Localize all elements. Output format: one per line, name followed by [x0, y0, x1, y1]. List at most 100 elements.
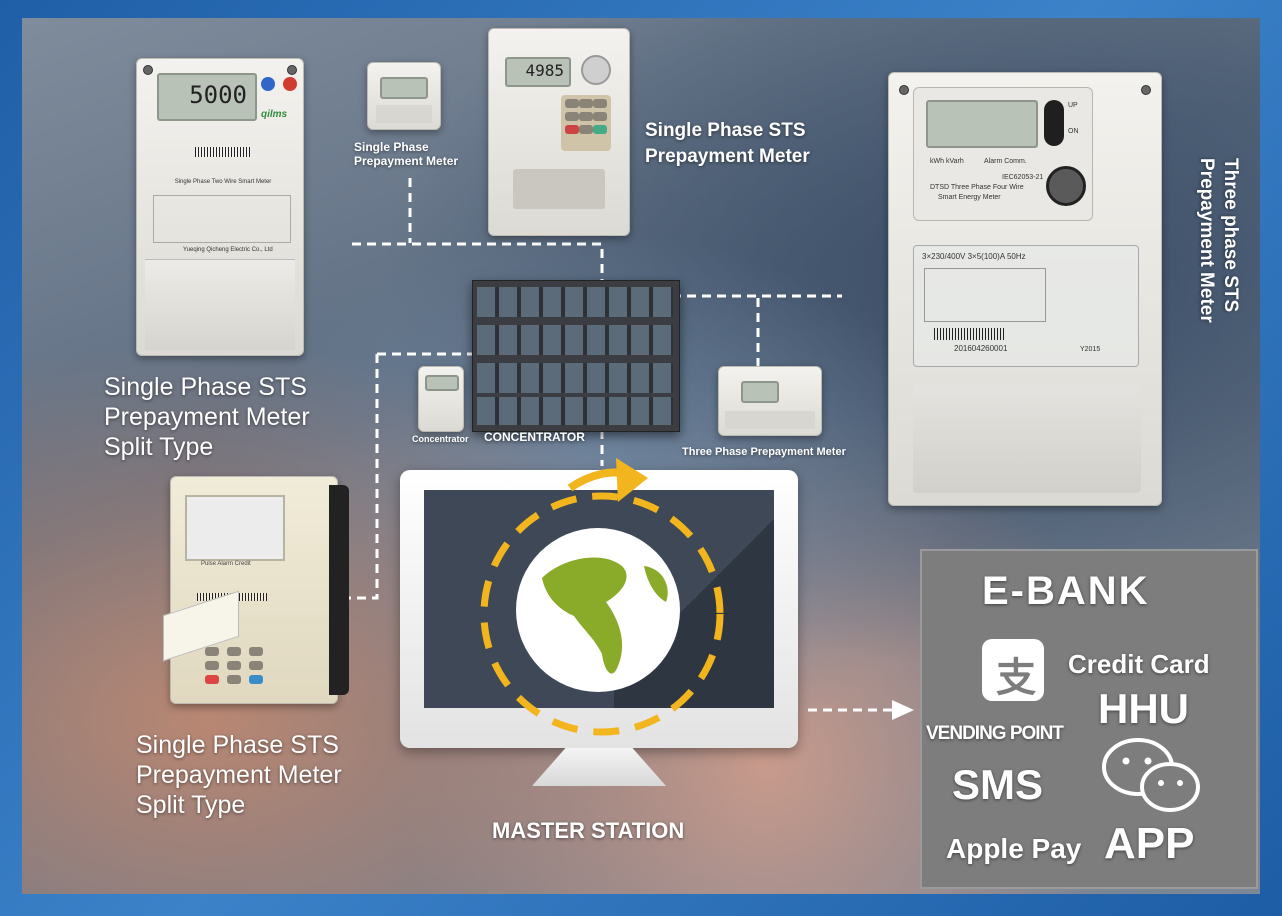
meter-small-din [367, 62, 441, 130]
label-concentrator-small: Concentrator [412, 434, 469, 444]
rack-unit [477, 287, 673, 317]
barcode-icon [934, 328, 1004, 340]
meter-split-type: Pulse Alarm Credit [163, 476, 349, 704]
label-top-left-meter: Single Phase STS Prepayment Meter Split … [104, 373, 310, 461]
meter-top-left: 5000 qilms Single Phase Two Wire Smart M… [136, 58, 304, 356]
terminal-block [513, 169, 605, 209]
key-icon [227, 647, 241, 656]
key-icon [579, 99, 593, 108]
arrow-head-payment [892, 700, 914, 720]
meter-serial: 201604260001 [954, 344, 1008, 353]
lcd-display [380, 77, 428, 99]
line-left-vertical [342, 354, 379, 600]
arrow-head-icon [616, 458, 648, 502]
key-red-icon [565, 125, 579, 134]
screw-icon [899, 85, 909, 95]
payment-panel: E-BANK 支 Credit Card HHU VENDING POINT S… [920, 549, 1258, 889]
terminal-cover [913, 383, 1141, 493]
rotation-ring-icon [480, 492, 724, 736]
payment-vending-point: VENDING POINT [926, 723, 1064, 744]
meter-three-phase-din [718, 366, 822, 436]
key-icon [249, 661, 263, 670]
lcd-label-alarm: Alarm Comm. [984, 158, 1027, 165]
meter-company: Yueqing Qicheng Electric Co., Ltd [183, 247, 273, 253]
keypad [561, 95, 611, 151]
key-icon [565, 99, 579, 108]
optical-port-icon [1046, 166, 1086, 206]
payment-sms: SMS [952, 761, 1044, 808]
key-green-icon [593, 125, 607, 134]
key-blue-icon [249, 675, 263, 684]
wiring-diagram [153, 195, 291, 243]
key-icon [579, 125, 593, 134]
lcd-display [741, 381, 779, 403]
keypad [205, 647, 285, 693]
label-split-meter: Single Phase STS Prepayment Meter Split … [136, 731, 342, 819]
button-red-icon [283, 77, 297, 91]
terminals [725, 411, 815, 429]
key-icon [565, 112, 579, 121]
payment-hhu: HHU [1098, 685, 1189, 732]
meter-faceplate: UP ON kWh kVarh Alarm Comm. DTSD Three P… [913, 87, 1093, 221]
concentrator-rack [472, 280, 680, 432]
key-icon [579, 112, 593, 121]
screw-icon [287, 65, 297, 75]
wechat-icon [1102, 738, 1200, 812]
label-three-phase-meter: Three phase STS Prepayment Meter [1196, 158, 1241, 323]
meter-top-center: 4985 [488, 28, 630, 236]
screw-icon [143, 65, 153, 75]
key-icon [227, 675, 241, 684]
on-label: ON [1068, 128, 1079, 135]
terminals [376, 105, 432, 123]
lcd-window [185, 495, 285, 561]
up-button-icon [1044, 100, 1064, 146]
label-top-center-meter: Single Phase STS Prepayment Meter [645, 120, 810, 167]
payment-credit-card: Credit Card [1068, 649, 1210, 679]
meter-three-phase: UP ON kWh kVarh Alarm Comm. DTSD Three P… [888, 72, 1162, 506]
lcd-display: 5000 [157, 73, 257, 121]
meter-title: Single Phase Two Wire Smart Meter [174, 179, 272, 185]
alipay-icon: 支 [982, 639, 1044, 701]
meter-subtitle: Smart Energy Meter [938, 194, 1001, 201]
key-red-icon [205, 675, 219, 684]
rack-unit [477, 397, 673, 425]
lcd-display [926, 100, 1038, 148]
key-icon [205, 647, 219, 656]
nameplate: 3×230/400V 3×5(100)A 50Hz 201604260001 Y… [913, 245, 1139, 367]
button-blue-icon [261, 77, 275, 91]
label-small-meter: Single Phase Prepayment Meter [354, 140, 459, 168]
concentrator-device [418, 366, 464, 432]
globe-graphic [480, 458, 724, 736]
screw-icon [1141, 85, 1151, 95]
lcd-label-kwh: kWh kVarh [930, 158, 964, 165]
barcode-icon [195, 147, 251, 157]
terminal-cover [145, 259, 295, 350]
rack-unit [477, 325, 673, 355]
optical-port-icon [581, 55, 611, 85]
label-master-station: MASTER STATION [492, 818, 685, 843]
lcd-display: 4985 [505, 57, 571, 87]
rack-unit [477, 363, 673, 393]
connector-lines [342, 178, 914, 720]
led-labels: Pulse Alarm Credit [201, 561, 251, 567]
payment-apple-pay: Apple Pay [946, 833, 1082, 864]
key-icon [593, 99, 607, 108]
payment-app: APP [1104, 819, 1195, 868]
wiring-diagram [924, 268, 1046, 322]
meter-back [329, 485, 349, 695]
line-meter-bus [352, 242, 604, 280]
label-concentrator-main: CONCENTRATOR [484, 430, 585, 444]
meter-rating: 3×230/400V 3×5(100)A 50Hz [922, 252, 1026, 261]
lcd-reading: 5000 [189, 81, 247, 109]
key-icon [249, 647, 263, 656]
key-icon [227, 661, 241, 670]
lcd-reading: 4985 [525, 61, 564, 80]
key-icon [593, 112, 607, 121]
up-label: UP [1068, 102, 1078, 109]
lcd-display [425, 375, 459, 391]
meter-year: Y2015 [1080, 346, 1101, 353]
continent-americas [542, 557, 627, 674]
label-three-phase-small: Three Phase Prepayment Meter [682, 446, 846, 458]
diagram-canvas: 5000 qilms Single Phase Two Wire Smart M… [22, 18, 1260, 894]
meter-title: DTSD Three Phase Four Wire [930, 184, 1024, 191]
